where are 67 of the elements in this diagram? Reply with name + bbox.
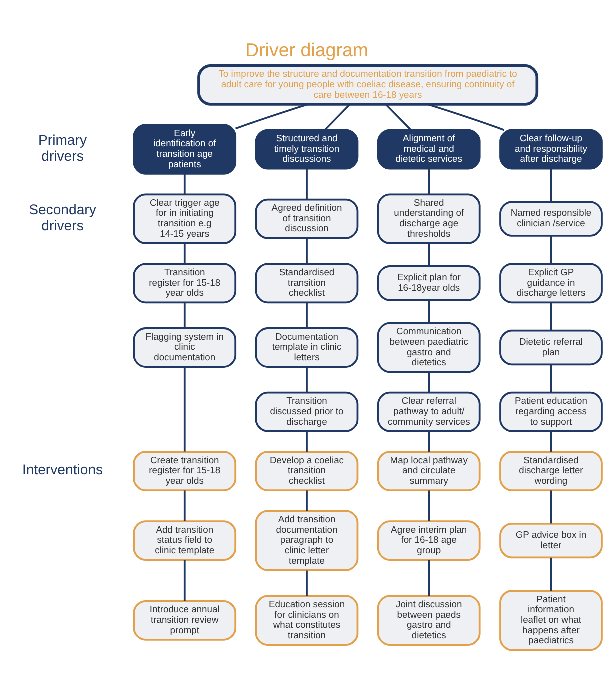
node-box: Clear follow-up and responsibility after discharge	[500, 129, 603, 170]
connector	[428, 168, 430, 195]
node-box: Standardised transition checklist	[255, 263, 359, 304]
connector	[235, 104, 308, 130]
connector	[428, 104, 505, 132]
connector	[306, 432, 308, 452]
connector	[550, 432, 552, 452]
node-box: Flagging system in clinic documentation	[133, 328, 237, 368]
connector	[428, 560, 430, 596]
node-box: Joint discussion between paeds gastro and dietetics	[377, 595, 481, 646]
diagram-title: Driver diagram	[245, 40, 369, 61]
node-box: Communication between paediatric gastro and dietetics	[377, 322, 481, 374]
connector	[184, 244, 186, 264]
connector	[550, 302, 552, 330]
connector	[306, 238, 308, 264]
node-box: Agree interim plan for 16-18 age group	[377, 520, 481, 561]
node-box: Clear referral pathway to adult/ community services	[377, 392, 481, 432]
node-box: Explicit GP guidance in discharge letters	[500, 263, 603, 304]
connector	[184, 560, 186, 602]
label: Secondary drivers	[29, 201, 96, 234]
connector	[306, 168, 308, 200]
connector	[306, 490, 308, 511]
connector	[385, 104, 412, 131]
node-box: Introduce annual transition review prompt	[133, 600, 237, 641]
node-box: Patient information leaflet on what happens after paediatrics	[500, 590, 603, 652]
connector	[550, 364, 552, 393]
connector	[184, 367, 186, 452]
connector	[428, 432, 430, 452]
connector	[306, 367, 308, 393]
node-box: GP advice box in letter	[500, 522, 603, 559]
connector	[428, 244, 430, 266]
connector	[428, 300, 430, 324]
node-box: Shared understanding of discharge age thresholds	[377, 194, 481, 244]
node-box: Transition discussed prior to discharge	[255, 392, 359, 432]
node-box: Documentation template in clinic letters	[255, 328, 359, 368]
connector	[324, 104, 351, 131]
node-box: Transition register for 15-18 year olds	[133, 263, 237, 304]
connector	[184, 302, 186, 328]
node-box: Education session for clinicians on what constitutes transition	[255, 595, 359, 646]
node-box: Add transition status field to clinic template	[133, 520, 237, 561]
connector	[428, 490, 430, 522]
node-box: Alignment of medical and dietetic services	[377, 129, 481, 170]
connector	[306, 570, 308, 596]
node-box: Clear trigger age for in initiating transition e.g 14-15 years	[133, 194, 237, 244]
node-box: Dietetic referral plan	[500, 330, 603, 366]
node-box: Standardised discharge letter wording	[500, 451, 603, 492]
connector	[550, 236, 552, 264]
label: Interventions	[22, 462, 104, 478]
connector	[184, 490, 186, 522]
node-box: Agreed definition of transition discussion	[255, 198, 359, 240]
label: Primary drivers	[38, 132, 88, 164]
node-box: Map local pathway and circulate summary	[377, 451, 481, 492]
connector	[306, 302, 308, 328]
node-box: Add transition documentation paragraph to clinic letter template	[255, 510, 359, 572]
node-box: Named responsible clinician /service	[500, 201, 603, 237]
connector	[428, 372, 430, 393]
connector	[550, 168, 552, 202]
connector	[184, 174, 186, 194]
connector	[550, 558, 552, 591]
node-box: Create transition register for 15-18 year olds	[133, 451, 237, 492]
node-box: Develop a coeliac transition checklist	[255, 451, 359, 492]
node-box: Explicit plan for 16-18year olds	[377, 266, 481, 302]
node-box: Patient education regarding access to support	[500, 392, 603, 432]
node-box: Early identification of transition age patients	[133, 124, 237, 175]
node-box: To improve the structure and documentation transition from paediatric to adult care for young people with coeliac disease, ensuring continuity of care between 16-18 years	[198, 64, 539, 106]
connector	[550, 490, 552, 524]
node-box: Structured and timely transition discussions	[255, 129, 359, 170]
